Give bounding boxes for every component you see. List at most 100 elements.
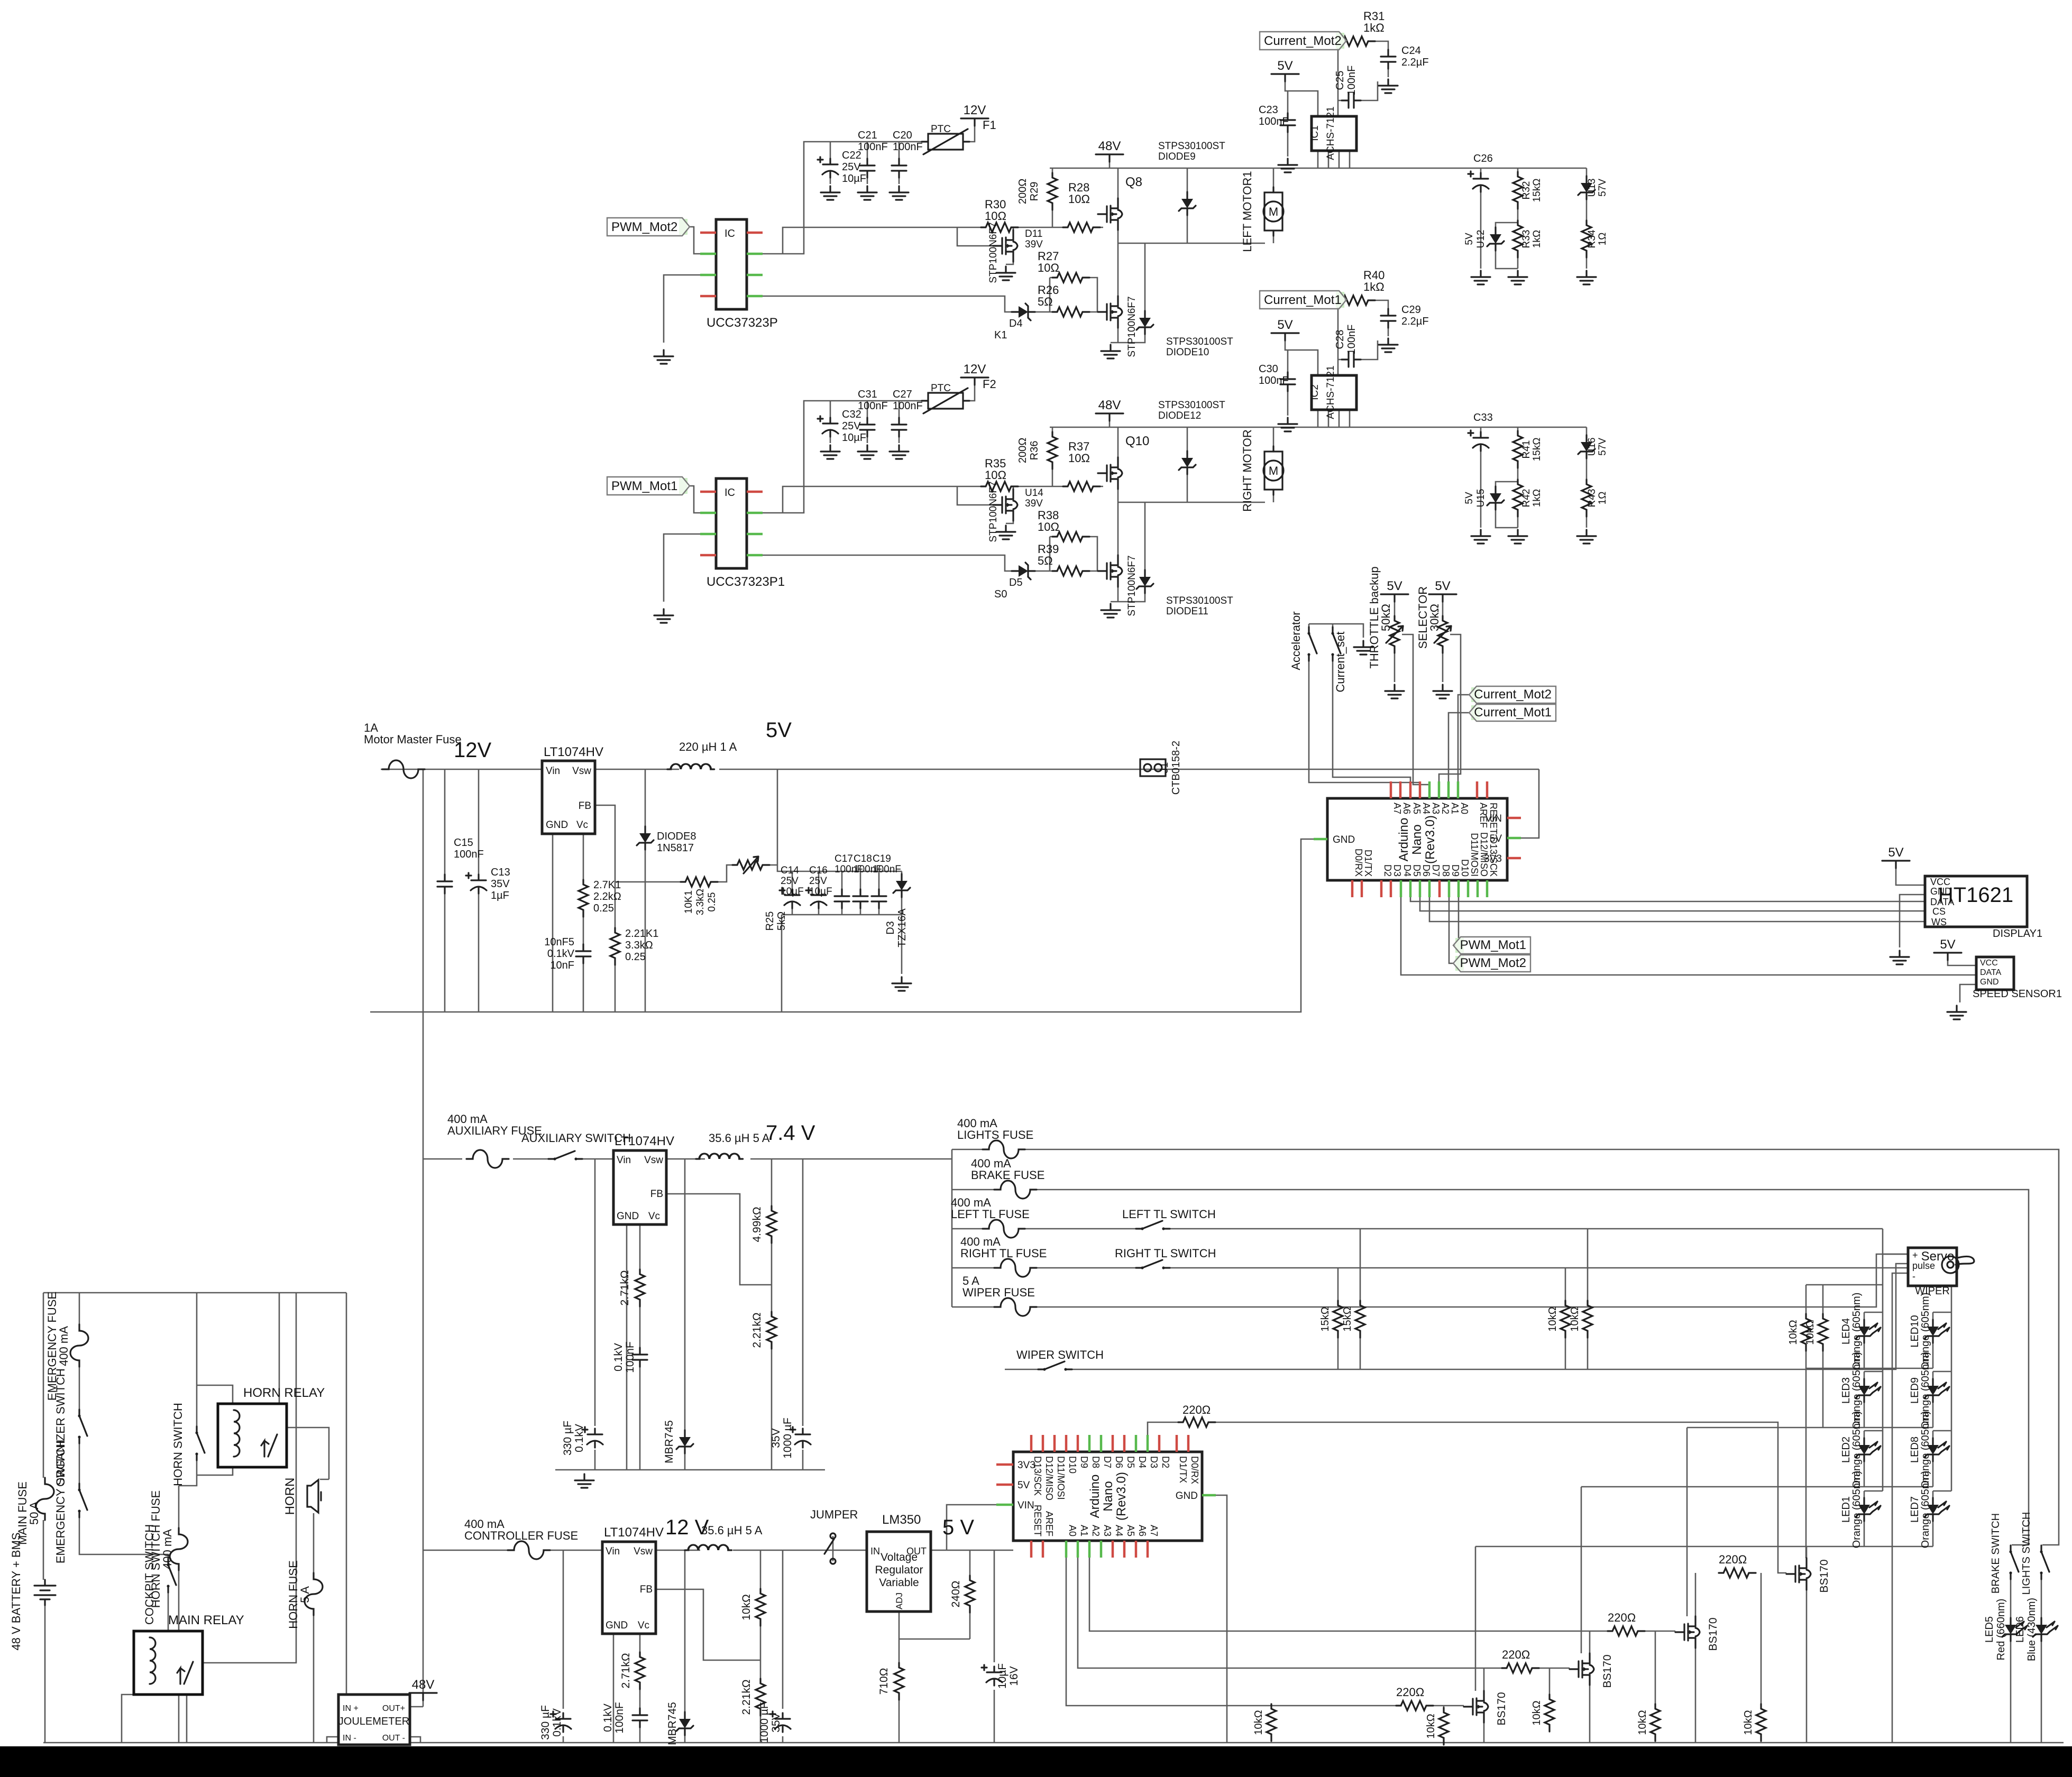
rh-symbol bbox=[1755, 1703, 1767, 1742]
schematic-label: 220Ω bbox=[1182, 1403, 1211, 1416]
th-symbol bbox=[732, 857, 769, 873]
schematic-label: HORN SWITCH bbox=[171, 1403, 185, 1486]
schematic-label: OUT+ bbox=[382, 1704, 405, 1713]
schematic-label: C19 bbox=[873, 853, 891, 864]
schematic-label: 100nF bbox=[1259, 375, 1289, 386]
net-label: PWM_Mot2 bbox=[611, 220, 677, 234]
schematic-label: 1kΩ bbox=[1532, 489, 1543, 507]
rh-symbol bbox=[1177, 1416, 1216, 1428]
schematic-label: R39 bbox=[1038, 542, 1059, 556]
schematic-label: A0 bbox=[1459, 803, 1470, 814]
rh-symbol bbox=[1649, 1703, 1661, 1742]
schematic-label: U12 bbox=[1475, 230, 1487, 248]
schematic-label: STP100N6F7 bbox=[1126, 296, 1138, 357]
schematic-label: 0.1kV bbox=[573, 1424, 585, 1452]
net-label-box bbox=[1452, 936, 1532, 955]
swh-symbol bbox=[1135, 1220, 1171, 1231]
ih-symbol bbox=[695, 1153, 744, 1160]
schematic-label: 1kΩ bbox=[1532, 230, 1543, 248]
schematic-label: D11/MOSI bbox=[1056, 1456, 1066, 1500]
schematic-label: LED3 bbox=[1840, 1377, 1852, 1404]
rh-symbol bbox=[609, 927, 621, 966]
schematic-label: Orange (605nm) bbox=[1851, 1352, 1863, 1430]
ch-symbol bbox=[1380, 308, 1397, 329]
schematic-label: 710Ω bbox=[878, 1668, 890, 1695]
schematic-label: 5Ω bbox=[1038, 554, 1053, 567]
schematic-label: 220Ω bbox=[1502, 1648, 1530, 1661]
schematic-label: STPS30100ST bbox=[1158, 400, 1225, 411]
schematic-label: LT1074HV bbox=[604, 1525, 664, 1540]
schematic-label: DIODE8 bbox=[657, 831, 696, 842]
schematic-label: EMERGENCY SWITCH bbox=[54, 1440, 67, 1563]
pc-symbol bbox=[817, 156, 839, 179]
schematic-label: DATA bbox=[1930, 897, 1954, 907]
schematic-label: 1A bbox=[364, 721, 378, 734]
schematic-label: R31 bbox=[1363, 10, 1385, 23]
schematic-label: Q8 bbox=[1125, 175, 1142, 189]
schematic-label: UCC37323P bbox=[707, 316, 778, 330]
rh-symbol bbox=[1047, 172, 1058, 211]
schematic-label: Blue (430nm) bbox=[2026, 1598, 2038, 1661]
pc-symbol bbox=[1467, 429, 1490, 452]
schematic-label: D12/MISO bbox=[1479, 832, 1489, 877]
schematic-label: C21 bbox=[858, 130, 877, 141]
schematic-label: UCC37323P1 bbox=[707, 575, 785, 589]
ch-symbol bbox=[852, 888, 869, 909]
schematic-label: D3 bbox=[885, 921, 896, 935]
rh-symbol bbox=[766, 1311, 777, 1350]
schematic-label: J1 bbox=[1159, 762, 1170, 773]
power-flag bbox=[408, 1692, 438, 1701]
net-label: Current_Mot1 bbox=[1474, 705, 1552, 720]
zv-symbol bbox=[1135, 569, 1154, 594]
ground-symbol bbox=[1378, 78, 1399, 94]
fh-symbol bbox=[69, 1323, 89, 1368]
fh-symbol bbox=[982, 1139, 1026, 1159]
rh-symbol bbox=[634, 1268, 646, 1308]
zv-symbol bbox=[675, 1711, 694, 1736]
schematic-label: 100nF bbox=[624, 1341, 636, 1373]
schematic-label: D1/TX bbox=[1363, 850, 1373, 877]
schematic-label: Arduino bbox=[1397, 818, 1411, 862]
schematic-label: - bbox=[1912, 1271, 1915, 1282]
pc-symbol bbox=[465, 872, 488, 895]
schematic-label: 15kΩ bbox=[1532, 438, 1543, 462]
schematic-label: LED9 bbox=[1909, 1377, 1921, 1404]
schematic-label: S0 bbox=[994, 588, 1007, 600]
schematic-label: 35V bbox=[770, 1428, 782, 1448]
component-box bbox=[1326, 797, 1509, 882]
schematic-label: 3V3 bbox=[1017, 1460, 1035, 1471]
schematic-label: HORN FUSE bbox=[287, 1560, 300, 1629]
schematic-label: 35.6 µH 5 A bbox=[709, 1131, 770, 1145]
net-label-box bbox=[1452, 954, 1532, 973]
swh-symbol bbox=[77, 1483, 88, 1518]
schematic-label: C27 bbox=[893, 389, 912, 400]
schematic-label: STP100N6F7 bbox=[1126, 555, 1138, 616]
schematic-label: D11/MOSI bbox=[1469, 833, 1480, 877]
schematic-label: SPEED SENSOR1 bbox=[1973, 988, 2062, 1000]
schematic-label: D5 bbox=[1009, 577, 1023, 588]
schematic-label: 10nF5 bbox=[544, 936, 574, 948]
schematic-label: LED2 bbox=[1840, 1437, 1852, 1463]
schematic-label: pulse bbox=[1912, 1260, 1935, 1271]
schematic-label: 10kΩ bbox=[1253, 1710, 1264, 1735]
schematic-label: IN - bbox=[343, 1734, 356, 1743]
schematic-label: 10kΩ bbox=[1569, 1306, 1581, 1331]
schematic-label: 57V bbox=[1597, 438, 1608, 456]
net-label: Current_Mot2 bbox=[1264, 34, 1342, 48]
nm-symbol bbox=[1674, 1615, 1701, 1649]
schematic-label: D1/TX bbox=[1178, 1456, 1188, 1483]
zv-symbol bbox=[1178, 450, 1197, 475]
schematic-label: 10kΩ bbox=[1804, 1320, 1816, 1345]
fh-symbol bbox=[993, 1180, 1038, 1200]
schematic-label: 15kΩ bbox=[1532, 179, 1543, 202]
ground-symbol bbox=[1100, 603, 1121, 619]
schematic-label: HORN bbox=[283, 1478, 297, 1515]
ground-symbol bbox=[1277, 158, 1298, 173]
schematic-label: 100nF bbox=[1259, 116, 1289, 127]
schematic-label: LIGHTS SWITCH bbox=[2021, 1512, 2032, 1595]
schematic-label: BS170 bbox=[1818, 1559, 1830, 1592]
schematic-label: M bbox=[1269, 464, 1278, 477]
schematic-label: 1kΩ bbox=[1363, 280, 1385, 293]
schematic-label: 7.4 V bbox=[766, 1121, 815, 1145]
schematic-label: DIODE11 bbox=[1166, 606, 1208, 617]
